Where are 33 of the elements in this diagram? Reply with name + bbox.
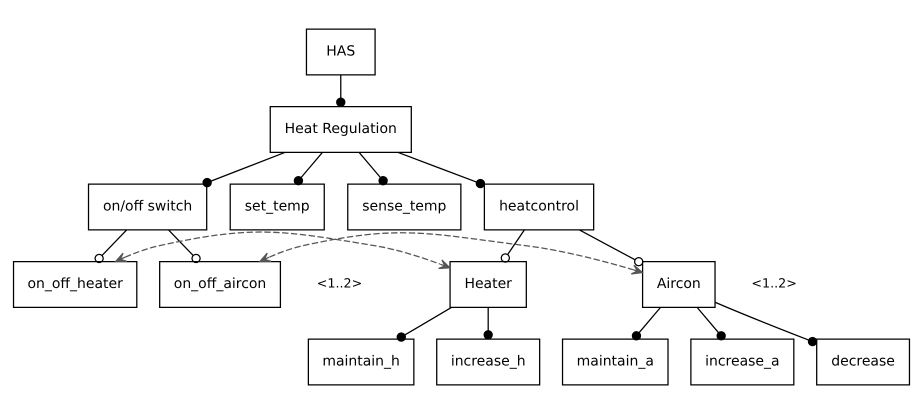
node-box: HAS	[306, 28, 376, 76]
node-box: increase_a	[690, 338, 794, 386]
node-box: increase_h	[436, 338, 540, 386]
connector	[579, 229, 644, 266]
label: <1..2>	[751, 276, 797, 291]
node-box: set_temp	[230, 184, 325, 230]
connector	[336, 74, 346, 107]
connector	[632, 307, 661, 340]
connector	[358, 152, 388, 186]
connector	[202, 152, 286, 188]
node-box: sense_temp	[347, 184, 462, 230]
connector	[483, 307, 493, 340]
connector	[168, 230, 201, 264]
connector	[714, 302, 818, 346]
node-box: decrease	[816, 338, 910, 386]
node-box: on_off_heater	[12, 261, 138, 308]
node-box: Heat Regulation	[270, 106, 412, 153]
connector	[294, 152, 323, 186]
connector	[94, 230, 128, 264]
node-box: maintain_h	[308, 338, 414, 386]
node-box: heatcontrol	[484, 184, 594, 230]
connector	[696, 307, 726, 340]
connector	[396, 306, 452, 342]
node-box: Aircon	[642, 261, 716, 308]
node-box: maintain_a	[562, 338, 669, 386]
label: <1..2>	[316, 276, 362, 291]
node-box: Heater	[449, 261, 527, 308]
arrow	[259, 232, 643, 275]
connector	[398, 152, 486, 188]
connector	[500, 230, 525, 263]
node-box: on/off switch	[88, 184, 208, 230]
arrow	[115, 231, 450, 270]
node-box: on_off_aircon	[159, 261, 282, 308]
